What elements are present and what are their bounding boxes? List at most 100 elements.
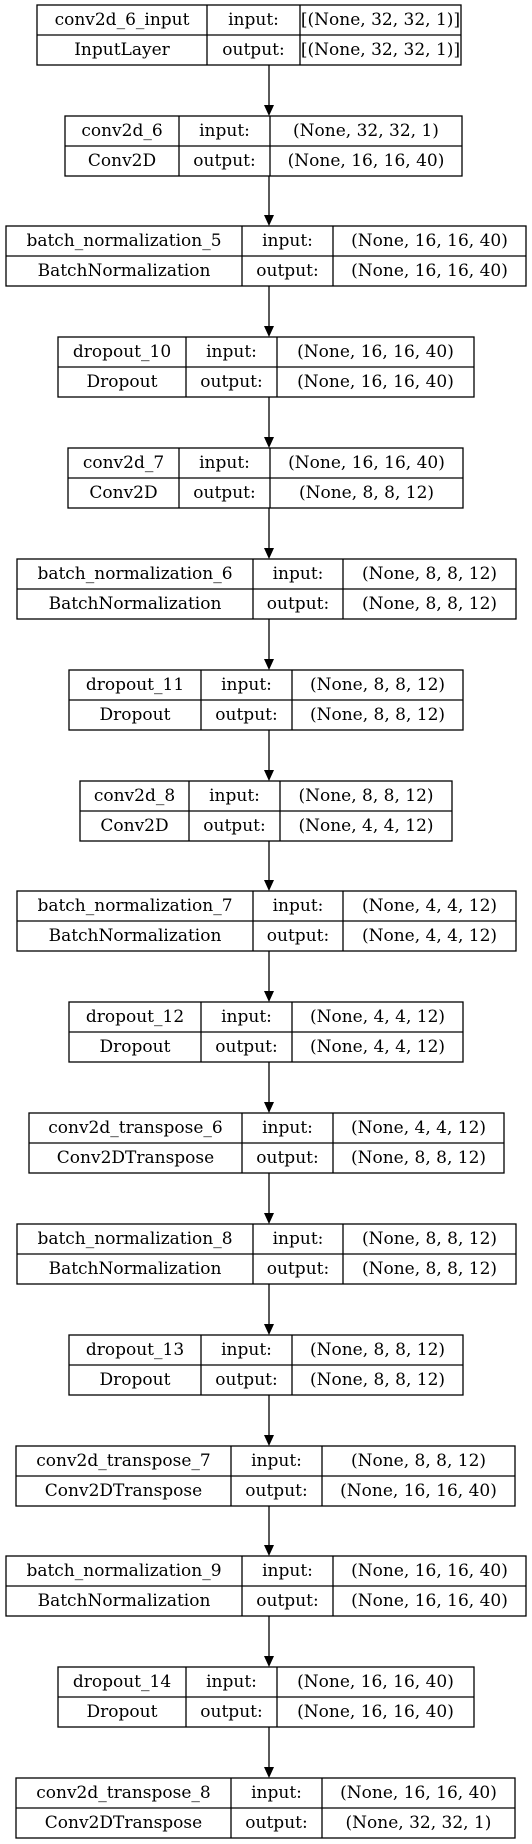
output-label: output: xyxy=(256,1148,318,1168)
input-shape: (None, 4, 4, 12) xyxy=(351,1118,486,1138)
edge-arrow xyxy=(264,65,274,116)
layer-type: Conv2D xyxy=(100,816,168,836)
output-shape: (None, 8, 8, 12) xyxy=(362,1259,497,1279)
input-shape: (None, 8, 8, 12) xyxy=(310,1340,445,1360)
input-shape: (None, 8, 8, 12) xyxy=(362,564,497,584)
output-label: output: xyxy=(193,151,255,171)
input-label: input: xyxy=(221,1007,272,1027)
input-label: input: xyxy=(262,1118,313,1138)
input-label: input: xyxy=(206,1672,257,1692)
layer-name: batch_normalization_5 xyxy=(26,231,221,251)
arrowhead-icon xyxy=(264,991,274,1002)
output-label: output: xyxy=(245,1481,307,1501)
edge-arrow xyxy=(264,1395,274,1446)
output-label: output: xyxy=(200,1702,262,1722)
edge-arrow xyxy=(264,1062,274,1113)
input-label: input: xyxy=(209,786,260,806)
input-label: input: xyxy=(273,564,324,584)
input-shape: (None, 16, 16, 40) xyxy=(297,1672,454,1692)
input-label: input: xyxy=(262,1561,313,1581)
output-label: output: xyxy=(203,816,265,836)
layer-name: batch_normalization_7 xyxy=(37,896,232,916)
arrowhead-icon xyxy=(264,659,274,670)
edge-arrow xyxy=(264,951,274,1002)
layer-type: Dropout xyxy=(87,372,158,392)
output-label: output: xyxy=(245,1813,307,1833)
input-shape: (None, 16, 16, 40) xyxy=(288,453,445,473)
arrowhead-icon xyxy=(264,1767,274,1778)
edge-arrow xyxy=(264,730,274,781)
edge-arrow xyxy=(264,286,274,337)
layer-name: batch_normalization_6 xyxy=(37,564,232,584)
layer-type: Dropout xyxy=(100,1370,171,1390)
output-label: output: xyxy=(267,926,329,946)
output-shape: (None, 8, 8, 12) xyxy=(362,594,497,614)
input-label: input: xyxy=(273,1229,324,1249)
layer-type: Conv2DTranspose xyxy=(45,1813,202,1833)
output-label: output: xyxy=(215,705,277,725)
output-shape: (None, 16, 16, 40) xyxy=(297,372,454,392)
edge-arrow xyxy=(264,176,274,226)
input-label: input: xyxy=(221,675,272,695)
input-shape: (None, 8, 8, 12) xyxy=(310,675,445,695)
input-shape: (None, 32, 32, 1) xyxy=(293,121,439,141)
input-label: input: xyxy=(221,1340,272,1360)
output-shape: (None, 16, 16, 40) xyxy=(340,1481,497,1501)
arrowhead-icon xyxy=(264,437,274,448)
output-shape: (None, 4, 4, 12) xyxy=(298,816,433,836)
input-shape: (None, 16, 16, 40) xyxy=(340,1783,497,1803)
layer-node: batch_normalization_5BatchNormalizationi… xyxy=(5,225,527,287)
layer-node: conv2d_transpose_7Conv2DTransposeinput:o… xyxy=(15,1445,516,1507)
layer-name: conv2d_6_input xyxy=(55,10,190,30)
layer-name: conv2d_6 xyxy=(81,121,162,141)
input-label: input: xyxy=(228,10,279,30)
input-shape: (None, 16, 16, 40) xyxy=(351,231,508,251)
layer-node: conv2d_transpose_6Conv2DTransposeinput:o… xyxy=(28,1112,505,1174)
arrowhead-icon xyxy=(264,1435,274,1446)
output-label: output: xyxy=(193,483,255,503)
arrowhead-icon xyxy=(264,770,274,781)
output-label: output: xyxy=(222,40,284,60)
output-shape: (None, 8, 8, 12) xyxy=(310,1370,445,1390)
input-shape: (None, 4, 4, 12) xyxy=(310,1007,445,1027)
arrowhead-icon xyxy=(264,1656,274,1667)
input-label: input: xyxy=(273,896,324,916)
layer-name: batch_normalization_8 xyxy=(37,1229,232,1249)
input-shape: (None, 4, 4, 12) xyxy=(362,896,497,916)
input-label: input: xyxy=(206,342,257,362)
input-shape: [(None, 32, 32, 1)] xyxy=(301,10,460,30)
layer-name: dropout_14 xyxy=(73,1672,171,1692)
edge-arrow xyxy=(264,841,274,891)
layer-type: InputLayer xyxy=(74,40,170,60)
input-label: input: xyxy=(251,1783,302,1803)
output-label: output: xyxy=(200,372,262,392)
output-label: output: xyxy=(215,1370,277,1390)
output-label: output: xyxy=(256,261,318,281)
output-shape: (None, 8, 8, 12) xyxy=(299,483,434,503)
output-shape: (None, 16, 16, 40) xyxy=(288,151,445,171)
edge-arrow xyxy=(264,1506,274,1556)
arrowhead-icon xyxy=(264,326,274,337)
layer-node: batch_normalization_8BatchNormalizationi… xyxy=(16,1223,517,1285)
layer-node: conv2d_transpose_8Conv2DTransposeinput:o… xyxy=(15,1777,516,1839)
edge-arrow xyxy=(264,619,274,670)
input-shape: (None, 8, 8, 12) xyxy=(362,1229,497,1249)
input-label: input: xyxy=(251,1451,302,1471)
layer-name: conv2d_transpose_6 xyxy=(48,1118,223,1138)
output-shape: (None, 32, 32, 1) xyxy=(346,1813,492,1833)
input-shape: (None, 8, 8, 12) xyxy=(298,786,433,806)
arrowhead-icon xyxy=(264,1545,274,1556)
layer-node: batch_normalization_7BatchNormalizationi… xyxy=(16,890,517,952)
layer-name: conv2d_7 xyxy=(83,453,164,473)
layer-name: batch_normalization_9 xyxy=(26,1561,221,1581)
layer-type: BatchNormalization xyxy=(38,261,211,281)
arrowhead-icon xyxy=(264,1102,274,1113)
layer-name: dropout_11 xyxy=(86,675,184,695)
